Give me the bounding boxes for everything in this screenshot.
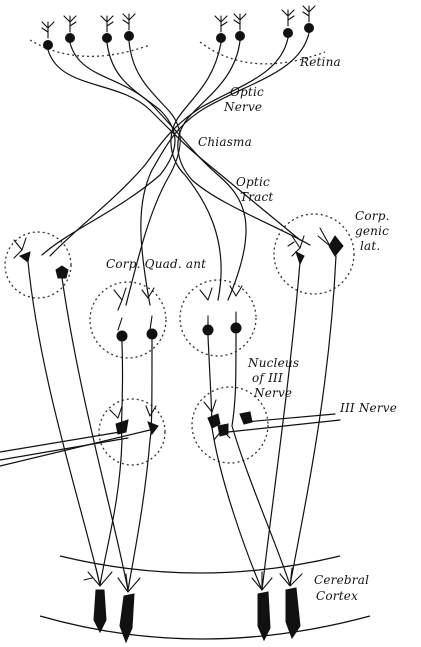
retina-cells-left (42, 14, 135, 50)
label-third-nerve: III Nerve (339, 401, 397, 415)
quadrigeminal-cells (114, 286, 242, 341)
label-optic-tract-line2: Tract (240, 190, 273, 204)
right-geniculate-outline (274, 214, 354, 294)
third-nerve-fibers (0, 414, 340, 466)
label-chiasma: Chiasma (198, 135, 252, 149)
label-nucleus-line3: Nerve (253, 386, 292, 400)
label-retina: Retina (299, 55, 341, 69)
label-corp-quad: Corp. Quad. ant (106, 257, 206, 271)
label-optic-nerve-line2: Nerve (223, 100, 262, 114)
left-quadrigeminal-outline (90, 282, 166, 358)
label-corp-genic-line3: lat. (360, 239, 380, 253)
cortical-cells (84, 568, 302, 642)
dotted-outlines (5, 40, 354, 465)
label-corp-genic-line2: genic (355, 224, 389, 238)
retina-cells-right (215, 6, 315, 43)
label-optic-nerve-line1: Optic (230, 85, 264, 99)
left-oculomotor-nucleus-outline (99, 399, 165, 465)
label-cortex-line2: Cortex (316, 589, 358, 603)
label-cortex-line1: Cerebral (314, 573, 369, 587)
right-quadrigeminal-outline (180, 280, 256, 356)
label-optic-tract-line1: Optic (236, 175, 270, 189)
label-nucleus-line1: Nucleus (247, 356, 299, 370)
label-corp-genic-line1: Corp. (355, 209, 390, 223)
label-nucleus-line2: of III (252, 371, 283, 385)
